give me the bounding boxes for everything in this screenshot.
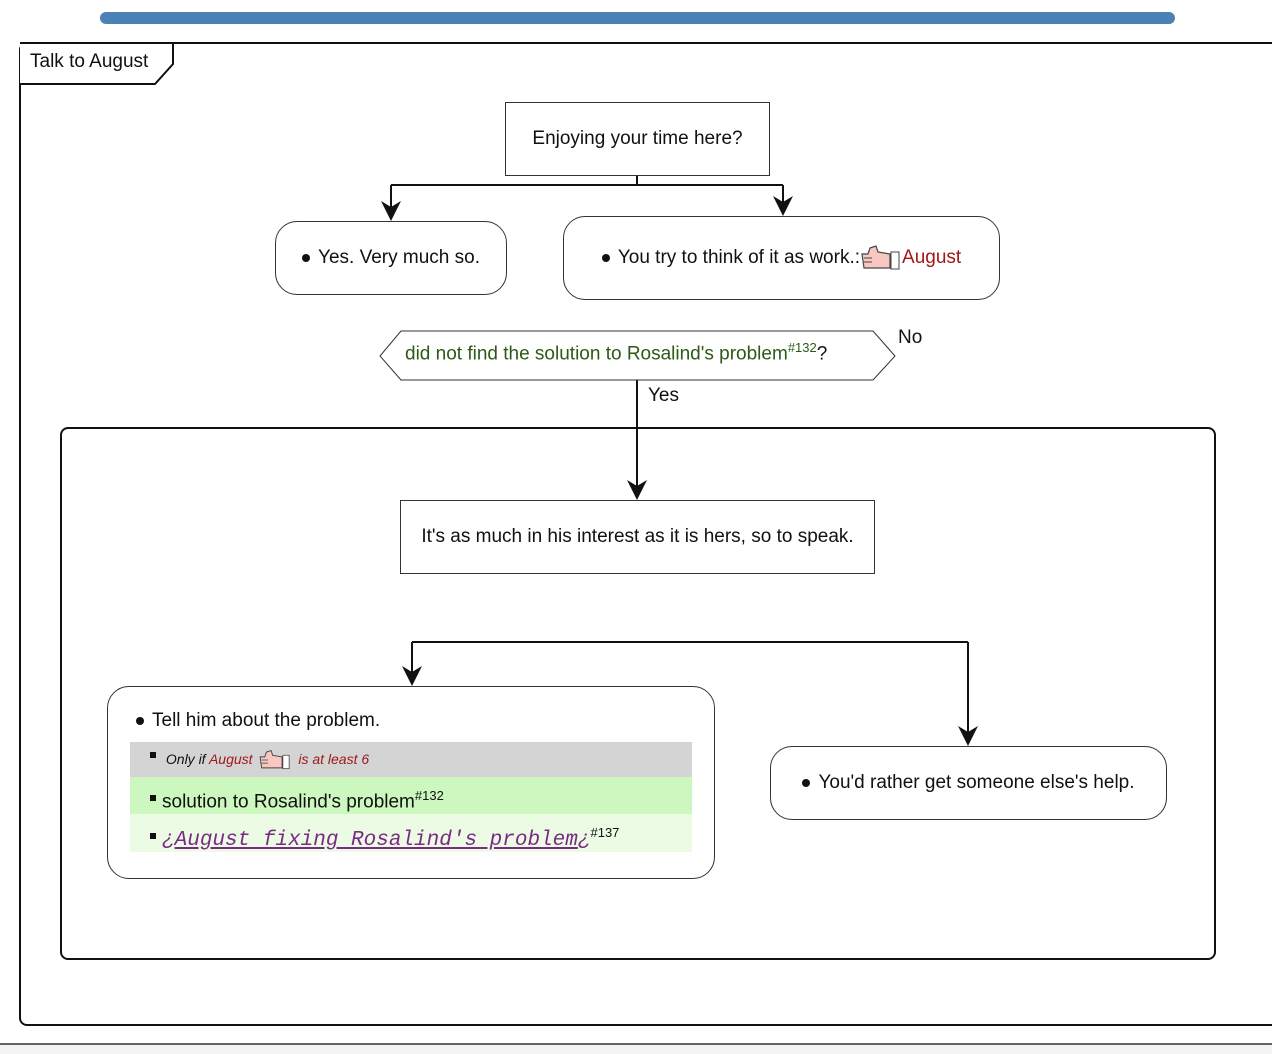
bullet-icon (601, 254, 610, 262)
requirement-row: Only if August is at least 6 (130, 742, 692, 777)
thumbs-up-hand-icon (259, 750, 290, 770)
option-yes[interactable]: Yes. Very much so. (275, 221, 507, 295)
frame-tab (20, 42, 174, 85)
bullet-icon (302, 254, 311, 262)
quest-link[interactable]: August fixing Rosalind's problem (174, 829, 578, 852)
dialogue-frame (19, 42, 1272, 1026)
bottom-border (0, 1043, 1272, 1054)
option-work[interactable]: You try to think of it as work.: August (563, 216, 1000, 300)
condition-text: did not find the solution to Rosalind's … (405, 340, 828, 365)
branch-no-label: No (898, 327, 923, 348)
branch-group (60, 427, 1216, 960)
square-bullet-icon (150, 752, 156, 758)
frame-title: Talk to August (30, 51, 149, 72)
reference-tag: #132 (787, 340, 817, 355)
statement-box: It's as much in his interest as it is he… (400, 500, 875, 574)
bullet-icon (802, 779, 811, 787)
question-box: Enjoying your time here? (505, 102, 770, 176)
thumbs-up-hand-icon (861, 245, 900, 270)
square-bullet-icon (150, 795, 156, 802)
effect-row-solution: solution to Rosalind's problem#132 (130, 777, 692, 814)
option-tell-label[interactable]: Tell him about the problem. (136, 710, 380, 732)
character-name: August (902, 247, 962, 268)
progress-bar (100, 12, 1175, 24)
reference-tag: #132 (414, 788, 444, 803)
reference-tag: #137 (590, 825, 620, 840)
effect-row-link[interactable]: ¿August fixing Rosalind's problem¿#137 (130, 814, 692, 852)
branch-yes-label: Yes (648, 385, 679, 406)
bullet-icon (136, 716, 144, 725)
option-help[interactable]: You'd rather get someone else's help. (770, 746, 1167, 820)
square-bullet-icon (150, 833, 156, 839)
